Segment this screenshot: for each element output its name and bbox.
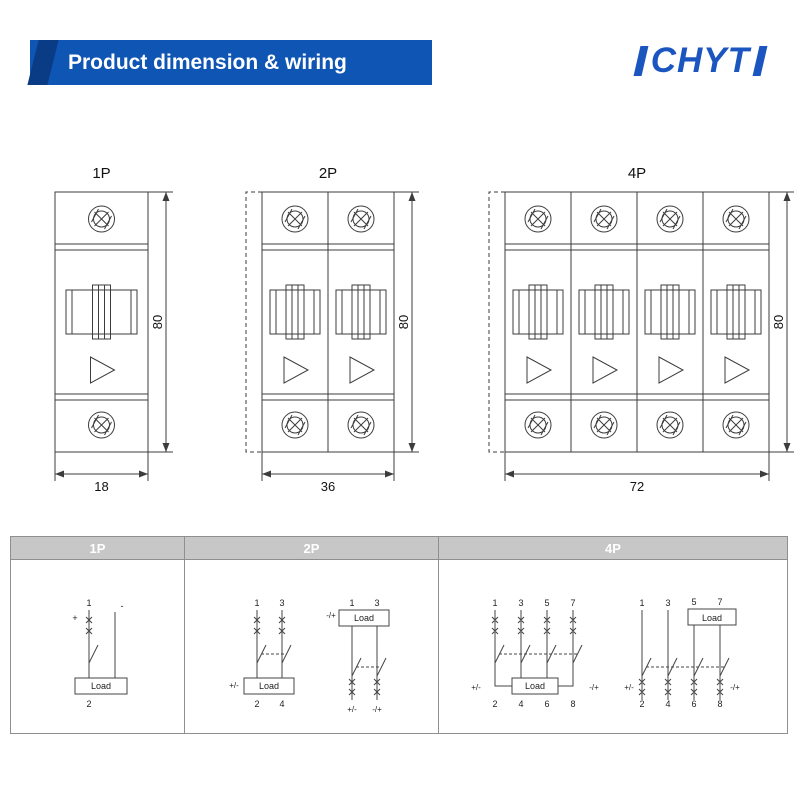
breaker-drawing-1: 1P 80 18: [54, 165, 173, 494]
terminal-marks: [348, 678, 381, 696]
wiring-col-header-1p: 1P: [11, 537, 185, 559]
terminal-label: 6: [691, 699, 696, 709]
polarity-label: -/+: [372, 705, 382, 714]
logo-bar-right: [752, 46, 768, 76]
din-envelope: [488, 191, 505, 453]
terminal-label: 1: [639, 598, 644, 608]
height-dimension-label: 80: [771, 315, 786, 329]
wiring-diagram-4p: 1 3 5 7 Load +/- -/+ 2 4 6 8: [471, 597, 740, 709]
width-dimension-label: 36: [321, 479, 335, 494]
logo-text: CHYT: [650, 41, 750, 80]
height-dimension-label: 80: [150, 315, 165, 329]
switch-blades: [494, 644, 583, 664]
terminal-label: 1: [492, 598, 497, 608]
load-label: Load: [91, 681, 111, 691]
terminal-label: 6: [544, 699, 549, 709]
terminal-label: 8: [570, 699, 575, 709]
polarity-label: -/+: [326, 611, 336, 620]
switch-blade: [88, 644, 99, 664]
breaker-drawing-3: 4P 80 72: [488, 165, 794, 494]
terminal-label: 2: [492, 699, 497, 709]
terminal-label: 4: [518, 699, 523, 709]
terminal-label: 7: [570, 598, 575, 608]
terminal-label: 5: [691, 597, 696, 607]
wiring-cell-2p: 1 3 +/- Load 2 4 1 3 -/+ Load +/-: [185, 560, 439, 733]
terminal-label: 3: [518, 598, 523, 608]
terminal-label: 1: [254, 598, 259, 608]
wiring-table-header: 1P 2P 4P: [11, 537, 787, 560]
terminal-label: 2: [86, 699, 91, 709]
load-box: [338, 609, 390, 627]
wiring-col-header-4p: 4P: [605, 540, 621, 556]
logo-bar-left: [633, 46, 649, 76]
width-dimension-label: 72: [630, 479, 644, 494]
terminal-label: 2: [254, 699, 259, 709]
page-title: Product dimension & wiring: [68, 51, 347, 74]
polarity-label: +/-: [624, 683, 634, 692]
polarity-label: +: [72, 613, 77, 623]
wiring-cell-4p: 1 3 5 7 Load +/- -/+ 2 4 6 8: [439, 560, 787, 733]
terminal-marks: [491, 616, 577, 635]
wiring-col-header-2p: 2P: [185, 537, 439, 559]
terminal-label: 3: [374, 598, 379, 608]
terminal-label: 4: [279, 699, 284, 709]
dimension-drawings: 1P 80 18 2P 80 36 4P 80 72: [54, 165, 794, 494]
polarity-label: -: [121, 601, 124, 611]
wire-lines: [641, 610, 721, 700]
load-label: Load: [702, 613, 722, 623]
terminal-marks: [85, 616, 93, 635]
terminal-label: 8: [717, 699, 722, 709]
polarity-label: -/+: [730, 683, 740, 692]
wiring-table: 1P 2P 4P 1 + - Load 2: [10, 536, 788, 734]
load-box: [511, 677, 559, 695]
terminal-label: 2: [639, 699, 644, 709]
terminal-label: 1: [86, 598, 91, 608]
drawing-title: 4P: [628, 165, 646, 182]
drawing-title: 2P: [319, 165, 337, 182]
wiring-diagram-2p: 1 3 +/- Load 2 4 1 3 -/+ Load +/-: [229, 598, 390, 714]
wiring-table-body: 1 + - Load 2 1 3 +/-: [11, 560, 787, 733]
terminal-marks: [638, 678, 724, 696]
terminal-marks: [253, 616, 286, 635]
load-label: Load: [354, 613, 374, 623]
section-header-banner: Product dimension & wiring: [27, 40, 432, 85]
terminal-label: 7: [717, 597, 722, 607]
din-envelope: [245, 191, 262, 453]
width-dimension-label: 18: [94, 479, 108, 494]
wire-lines: [494, 610, 574, 687]
polarity-label: +/-: [471, 683, 481, 692]
wiring-diagram-1p: 1 + - Load 2: [72, 598, 128, 709]
terminal-label: 3: [279, 598, 284, 608]
load-box: [74, 677, 128, 695]
brand-logo: CHYT: [633, 41, 768, 80]
terminal-label: 5: [544, 598, 549, 608]
height-dimension-label: 80: [396, 315, 411, 329]
polarity-label: -/+: [589, 683, 599, 692]
terminal-label: 1: [349, 598, 354, 608]
load-box: [687, 608, 737, 626]
switch-blades: [641, 657, 730, 677]
wire-lines: [351, 626, 378, 700]
wiring-cell-1p: 1 + - Load 2: [11, 560, 185, 733]
drawing-title: 1P: [92, 165, 110, 182]
load-label: Load: [259, 681, 279, 691]
load-label: Load: [525, 681, 545, 691]
wire-lines: [88, 610, 116, 678]
breaker-drawing-2: 2P 80 36: [245, 165, 419, 494]
terminal-label: 3: [665, 598, 670, 608]
terminal-label: 4: [665, 699, 670, 709]
polarity-label: +/-: [229, 681, 239, 690]
polarity-label: +/-: [347, 705, 357, 714]
load-box: [243, 677, 295, 695]
wire-lines: [256, 610, 283, 678]
